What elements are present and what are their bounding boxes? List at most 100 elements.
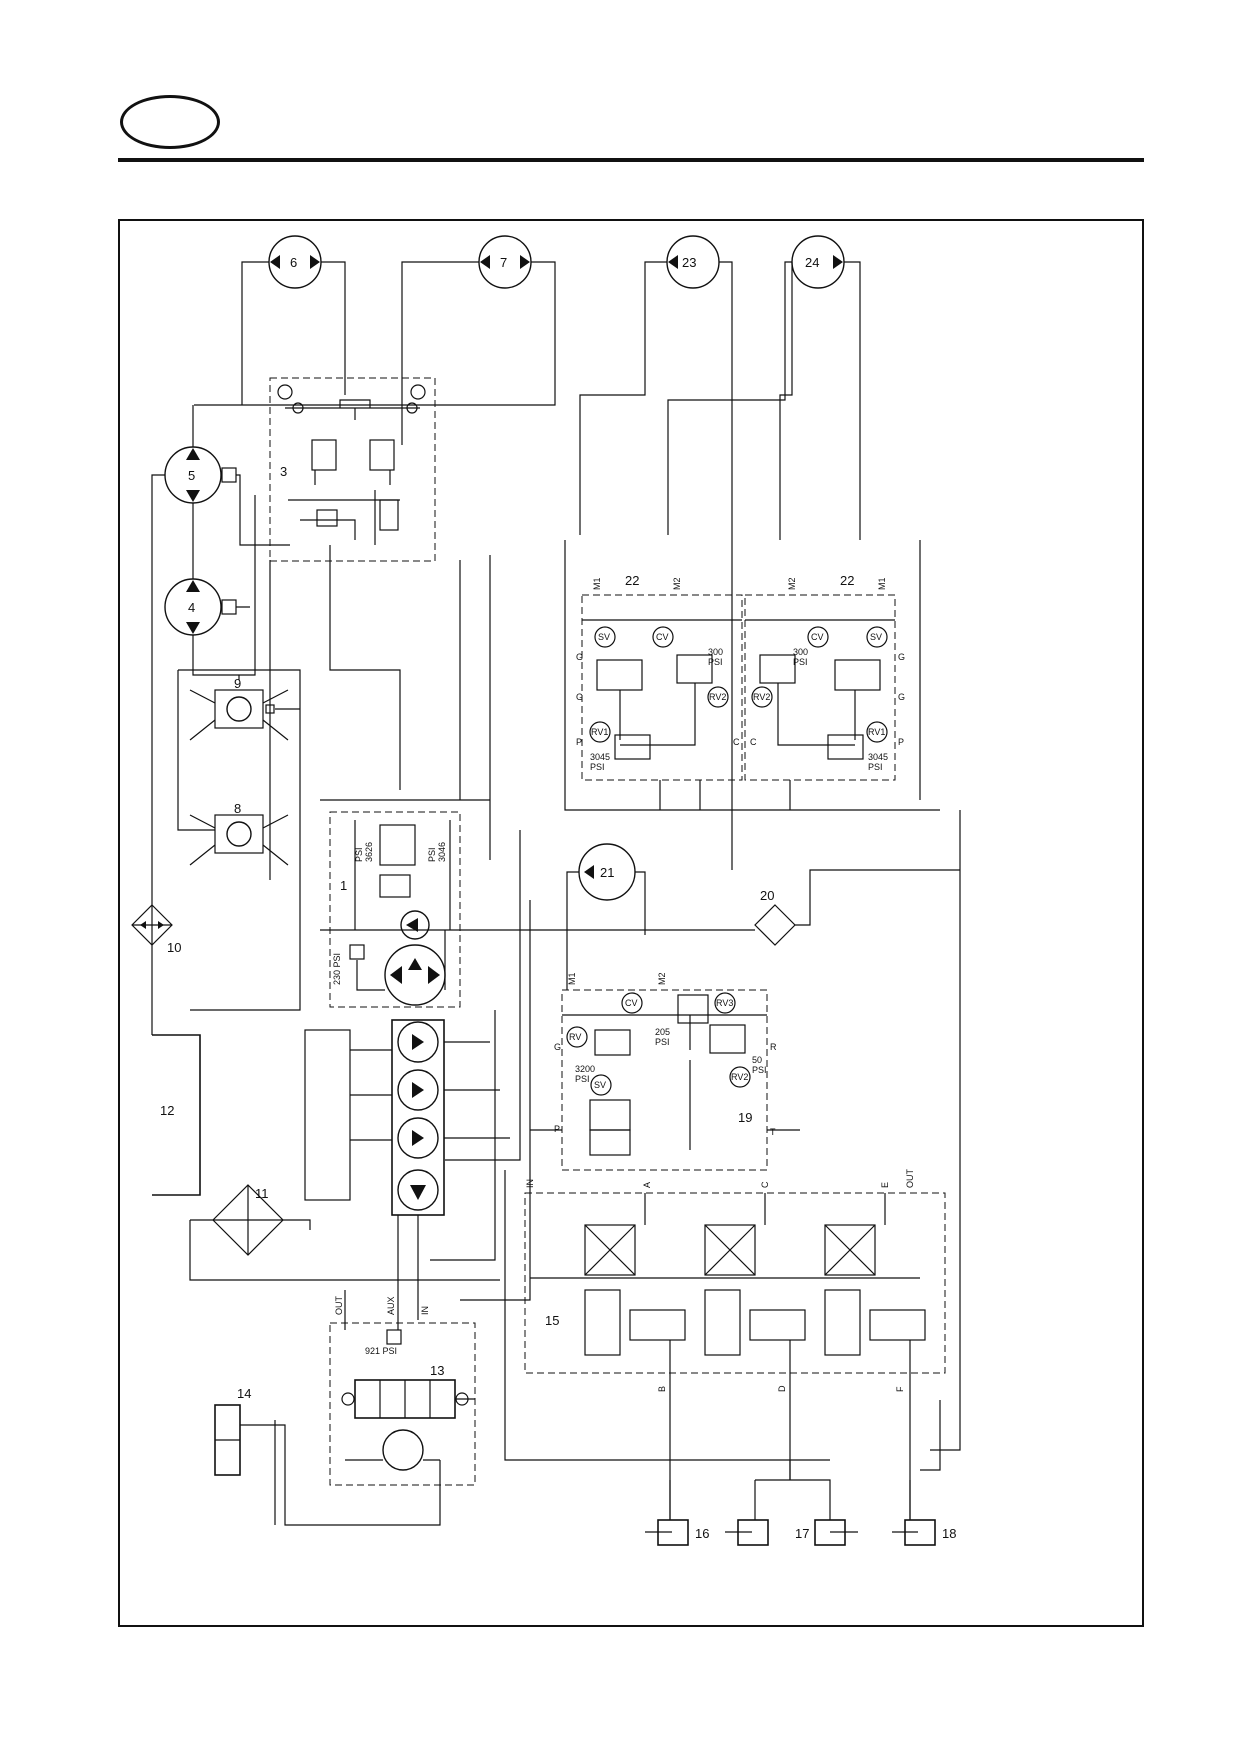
filter-20: 20 bbox=[754, 888, 796, 946]
cylinder-17-right: 17 bbox=[795, 1519, 858, 1546]
svg-text:RV1: RV1 bbox=[868, 727, 885, 737]
section-badge bbox=[120, 95, 220, 149]
svg-text:CV: CV bbox=[656, 632, 669, 642]
cylinder-18: 18 bbox=[892, 1519, 956, 1546]
cooler-11: 11 bbox=[212, 1184, 284, 1256]
svg-text:50: 50 bbox=[752, 1055, 762, 1065]
svg-text:921 PSI: 921 PSI bbox=[365, 1346, 397, 1356]
svg-text:PSI: PSI bbox=[427, 847, 437, 862]
svg-text:C: C bbox=[760, 1181, 770, 1188]
svg-text:R: R bbox=[770, 1042, 777, 1052]
svg-text:OUT: OUT bbox=[905, 1169, 915, 1189]
svg-text:A: A bbox=[642, 1182, 652, 1188]
label-10: 10 bbox=[167, 940, 181, 955]
svg-text:RV: RV bbox=[569, 1032, 581, 1042]
svg-text:G: G bbox=[554, 1042, 561, 1052]
pump-stack bbox=[391, 1019, 445, 1216]
svg-text:PSI: PSI bbox=[793, 657, 808, 667]
motor-23: 23 bbox=[666, 235, 720, 289]
motor-24: 24 bbox=[791, 235, 845, 289]
svg-text:M1: M1 bbox=[567, 972, 577, 985]
svg-text:AUX: AUX bbox=[386, 1296, 396, 1315]
label-24: 24 bbox=[805, 255, 819, 270]
label-11: 11 bbox=[255, 1186, 269, 1201]
svg-text:F: F bbox=[895, 1386, 905, 1392]
label-7: 7 bbox=[500, 255, 507, 270]
label-12: 12 bbox=[160, 1103, 174, 1118]
svg-text:300: 300 bbox=[793, 647, 808, 657]
label-1: 1 bbox=[340, 878, 347, 893]
svg-text:3045: 3045 bbox=[868, 752, 888, 762]
valve-block-22-right: 22 M2 M1 CV SV 300 PSI RV2 RV1 3045 PSI … bbox=[744, 573, 905, 781]
svg-text:D: D bbox=[777, 1385, 787, 1392]
motor-5: 5 bbox=[164, 446, 237, 504]
cylinder-16: 16 bbox=[645, 1519, 709, 1546]
svg-text:T: T bbox=[770, 1127, 776, 1137]
label-8: 8 bbox=[234, 801, 241, 816]
block-13-outline bbox=[329, 1322, 476, 1486]
label-17: 17 bbox=[795, 1526, 809, 1541]
valve-block-22-left: 22 M1 M2 SV CV 300 PSI RV2 RV1 3045 PSI … bbox=[576, 573, 743, 781]
svg-text:230 PSI: 230 PSI bbox=[332, 953, 342, 985]
svg-text:RV3: RV3 bbox=[716, 998, 733, 1008]
svg-text:RV2: RV2 bbox=[731, 1072, 748, 1082]
svg-text:PSI: PSI bbox=[655, 1037, 670, 1047]
svg-text:P: P bbox=[898, 737, 904, 747]
svg-text:OUT: OUT bbox=[334, 1296, 344, 1316]
pump-8: 8 bbox=[189, 801, 289, 866]
svg-text:PSI: PSI bbox=[354, 847, 364, 862]
block-1-outline bbox=[329, 811, 461, 1008]
svg-text:3200: 3200 bbox=[575, 1064, 595, 1074]
label-19: 19 bbox=[738, 1110, 752, 1125]
label-22a: 22 bbox=[625, 573, 639, 588]
svg-text:M1: M1 bbox=[592, 577, 602, 590]
svg-text:PSI: PSI bbox=[708, 657, 723, 667]
svg-text:B: B bbox=[657, 1386, 667, 1392]
svg-text:RV2: RV2 bbox=[709, 692, 726, 702]
svg-text:G: G bbox=[576, 692, 583, 702]
label-6: 6 bbox=[290, 255, 297, 270]
label-14: 14 bbox=[237, 1386, 251, 1401]
svg-text:M2: M2 bbox=[672, 577, 682, 590]
svg-text:M1: M1 bbox=[877, 577, 887, 590]
svg-text:P: P bbox=[554, 1124, 560, 1134]
svg-text:G: G bbox=[576, 652, 583, 662]
svg-text:C: C bbox=[750, 737, 757, 747]
svg-text:3046: 3046 bbox=[437, 842, 447, 862]
svg-text:PSI: PSI bbox=[590, 762, 605, 772]
block-3-outline bbox=[269, 377, 436, 562]
svg-text:IN: IN bbox=[420, 1306, 430, 1315]
svg-text:G: G bbox=[898, 692, 905, 702]
svg-text:M2: M2 bbox=[787, 577, 797, 590]
svg-text:PSI: PSI bbox=[752, 1065, 767, 1075]
valve-block-19: 19 M1 M2 CV RV3 RV 205 PSI 3200 PSI SV R… bbox=[530, 972, 800, 1171]
motor-7: 7 bbox=[478, 235, 532, 289]
svg-text:SV: SV bbox=[870, 632, 882, 642]
svg-text:G: G bbox=[898, 652, 905, 662]
svg-text:CV: CV bbox=[811, 632, 824, 642]
svg-text:RV2: RV2 bbox=[753, 692, 770, 702]
svg-text:205: 205 bbox=[655, 1027, 670, 1037]
label-23: 23 bbox=[682, 255, 696, 270]
tank-12: 12 bbox=[152, 1034, 201, 1196]
label-4: 4 bbox=[188, 600, 195, 615]
svg-text:PSI: PSI bbox=[575, 1074, 590, 1084]
diagram-frame bbox=[118, 219, 1144, 1627]
motor-6: 6 bbox=[268, 235, 322, 289]
label-22b: 22 bbox=[840, 573, 854, 588]
svg-text:C: C bbox=[733, 737, 740, 747]
label-16: 16 bbox=[695, 1526, 709, 1541]
svg-text:300: 300 bbox=[708, 647, 723, 657]
svg-text:E: E bbox=[880, 1182, 890, 1188]
svg-text:SV: SV bbox=[594, 1080, 606, 1090]
svg-text:SV: SV bbox=[598, 632, 610, 642]
accumulator-14: 14 bbox=[214, 1386, 251, 1476]
svg-text:PSI: PSI bbox=[868, 762, 883, 772]
svg-text:3626: 3626 bbox=[364, 842, 374, 862]
motor-4: 4 bbox=[164, 578, 237, 636]
svg-text:M2: M2 bbox=[657, 972, 667, 985]
svg-text:RV1: RV1 bbox=[591, 727, 608, 737]
label-21: 21 bbox=[600, 865, 614, 880]
